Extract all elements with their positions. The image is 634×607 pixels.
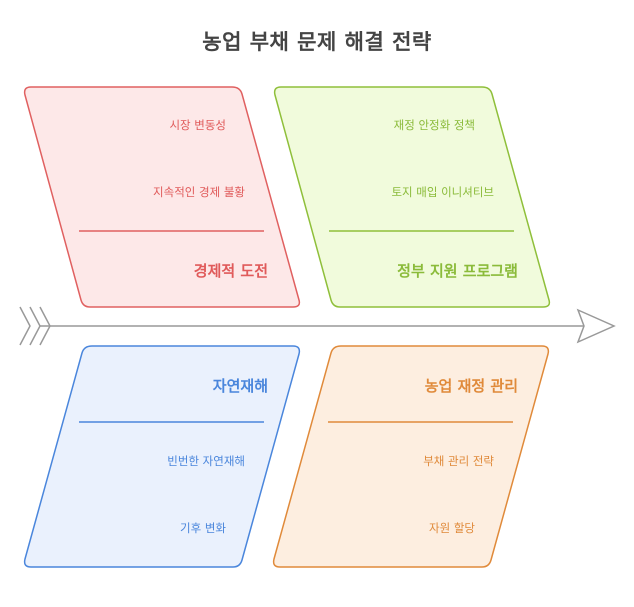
cause-label: 재정 안정화 정책	[393, 118, 475, 132]
category-box-economic	[23, 86, 301, 308]
category-heading: 경제적 도전	[193, 262, 268, 280]
category-box-government	[273, 86, 551, 308]
category-heading: 자연재해	[212, 377, 268, 395]
cause-label: 토지 매입 이니셔티브	[391, 185, 494, 199]
cause-label: 빈번한 자연재해	[167, 454, 245, 468]
cause-label: 지속적인 경제 불황	[153, 185, 245, 199]
category-heading: 농업 재정 관리	[424, 377, 518, 395]
diagram-title: 농업 부채 문제 해결 전략	[202, 30, 432, 54]
cause-label: 시장 변동성	[169, 118, 226, 132]
cause-label: 부채 관리 전략	[423, 454, 494, 468]
spine	[19, 306, 616, 346]
spine-arrowhead-icon	[576, 308, 616, 344]
category-heading: 정부 지원 프로그램	[397, 262, 518, 280]
cause-label: 자원 할당	[429, 521, 475, 535]
cause-label: 기후 변화	[180, 521, 226, 535]
category-box-disaster	[23, 345, 301, 568]
category-box-finance	[272, 345, 550, 568]
